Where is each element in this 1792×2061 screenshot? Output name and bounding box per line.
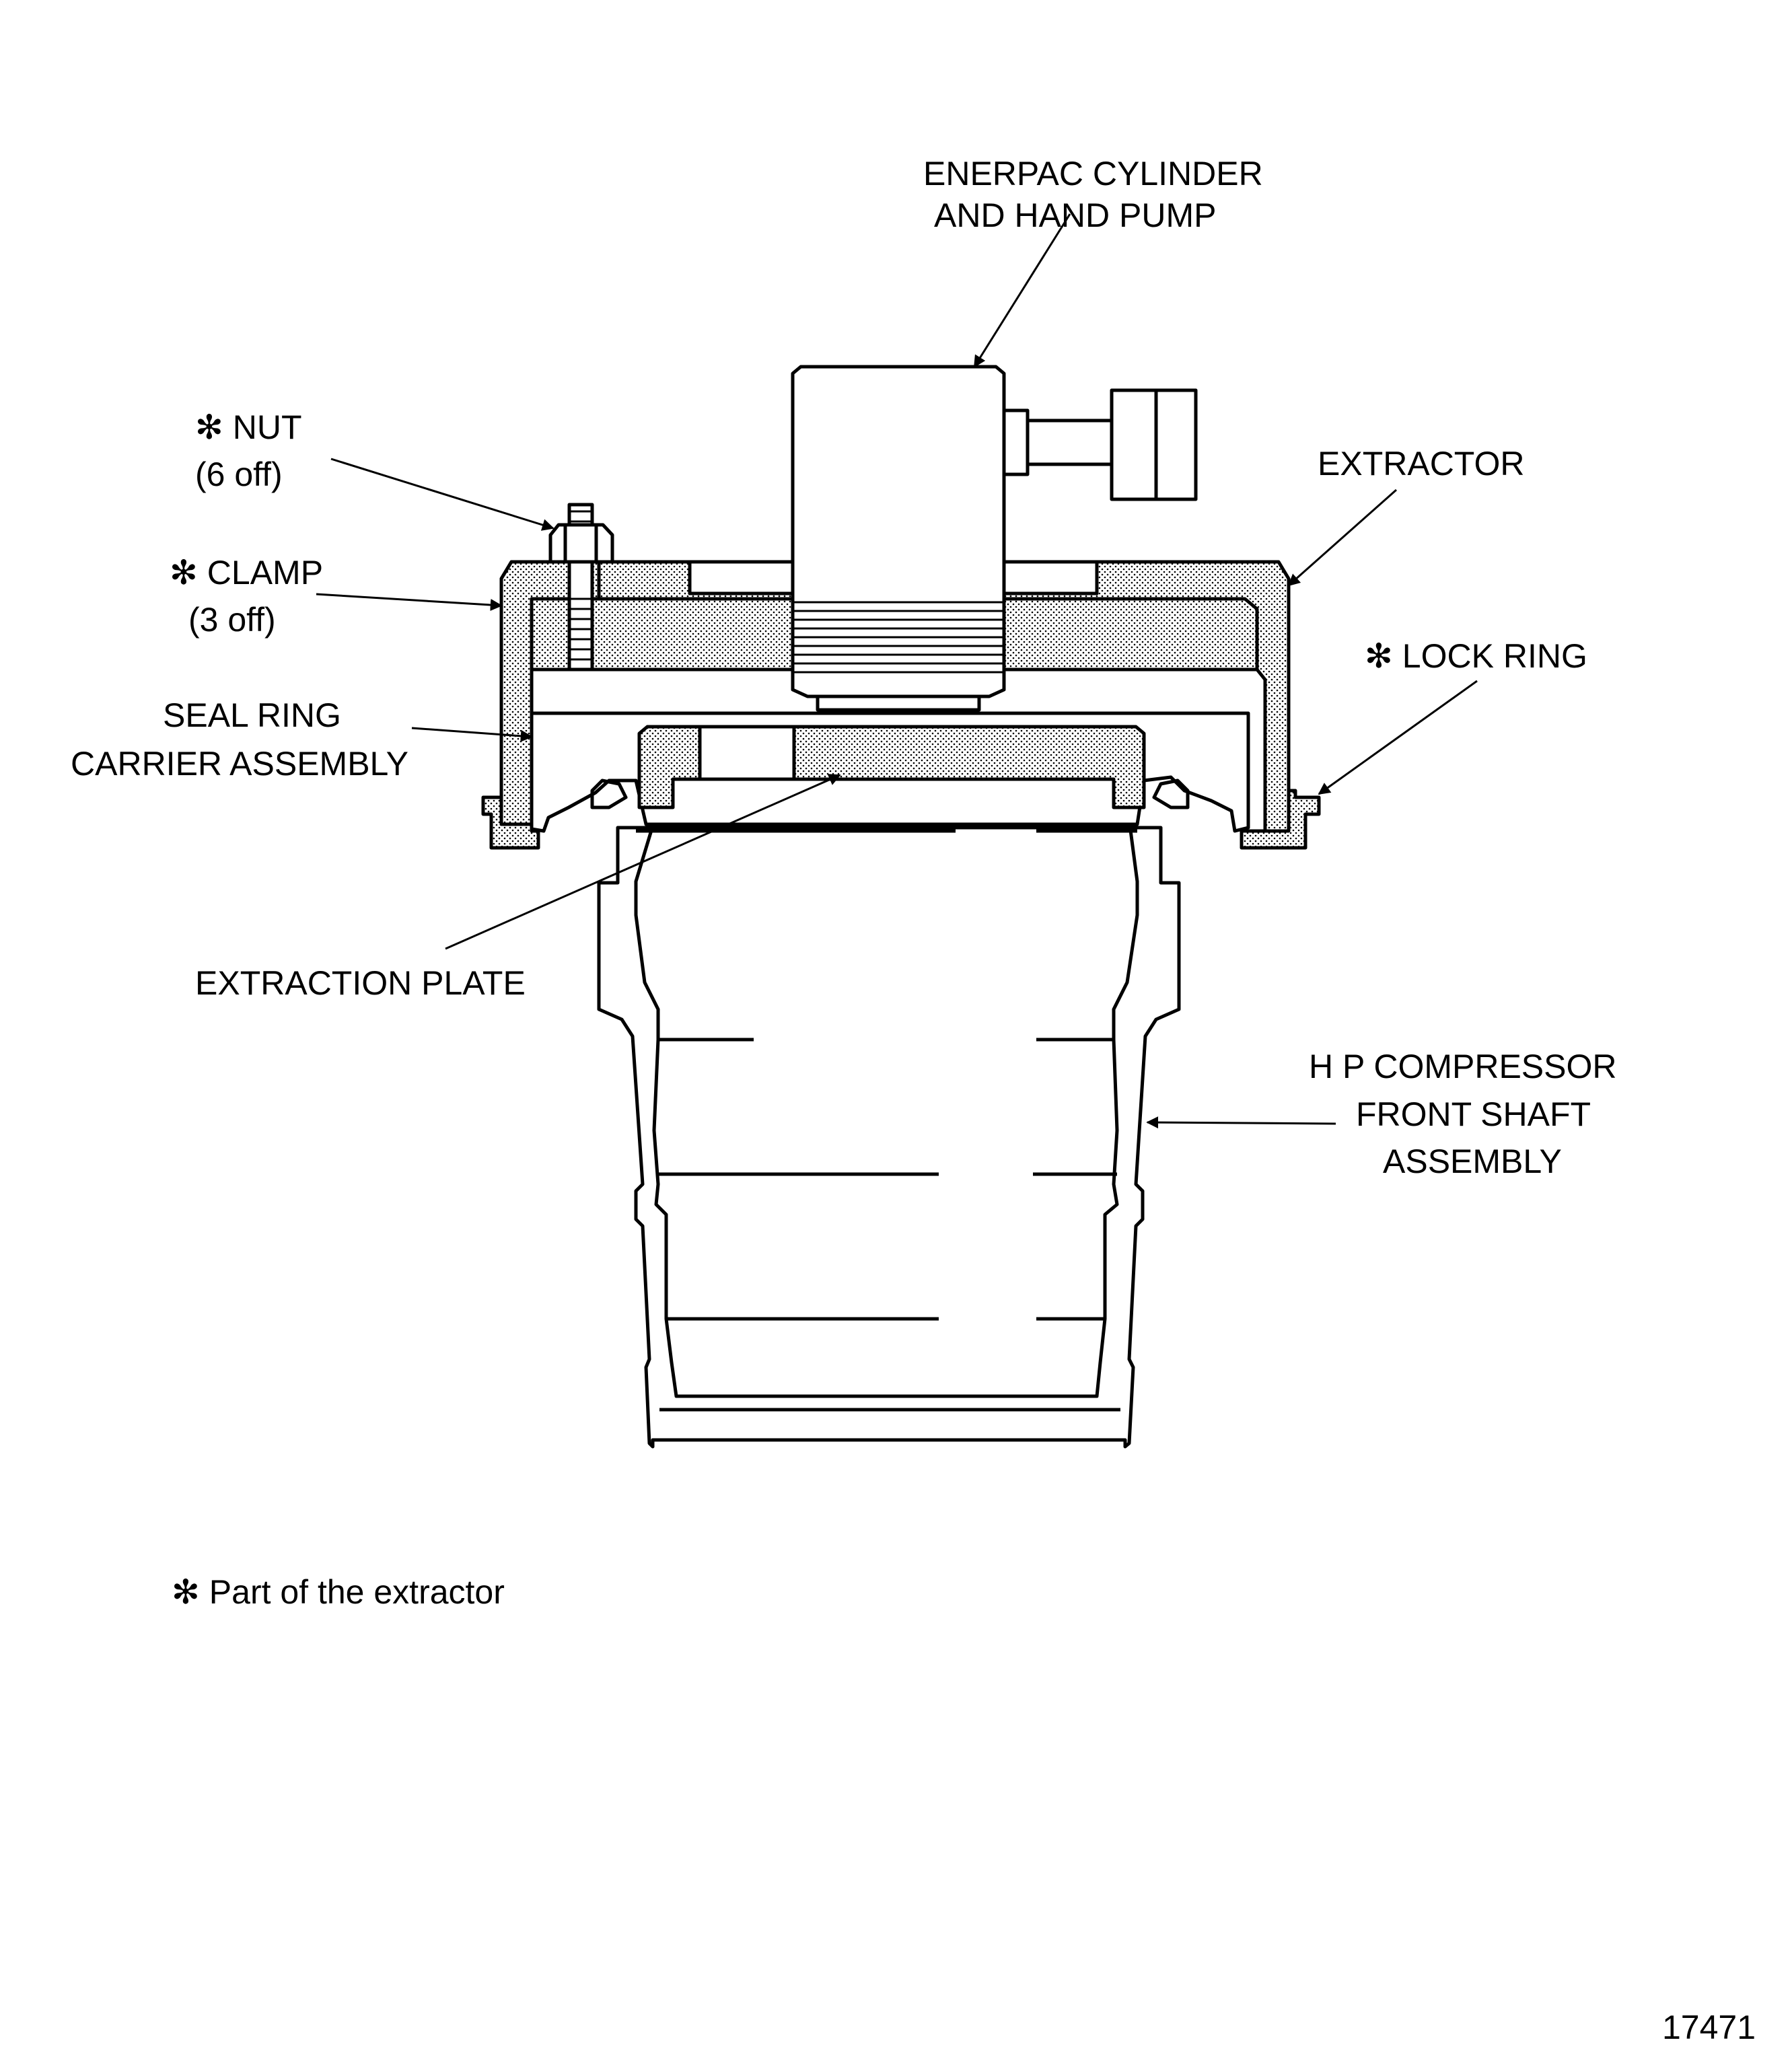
cylinder-body xyxy=(791,365,1006,698)
label-extraction-plate: EXTRACTION PLATE xyxy=(195,964,526,1002)
clamp-body xyxy=(499,560,601,826)
leader-shaft xyxy=(1146,1116,1336,1129)
nut xyxy=(548,523,614,564)
label-lock-ring: ✻ LOCK RING xyxy=(1365,637,1587,675)
label-clamp-line1: ✻ CLAMP xyxy=(170,554,323,591)
labels: ENERPAC CYLINDER AND HAND PUMP ✻ NUT (6 … xyxy=(71,155,1756,2046)
leader-lines xyxy=(316,213,1478,1129)
lock-ring-right xyxy=(1240,789,1321,850)
pump-block xyxy=(1110,388,1198,501)
nut-and-stud xyxy=(548,503,614,672)
label-clamp-line2: (3 off) xyxy=(188,601,276,639)
label-cylinder-line1: ENERPAC CYLINDER xyxy=(923,155,1263,192)
label-extractor: EXTRACTOR xyxy=(1318,445,1524,482)
leader-extractor xyxy=(1287,489,1397,587)
leader-clamp xyxy=(316,593,503,611)
figure-number: 17471 xyxy=(1662,2009,1756,2046)
leader-extraction-plate xyxy=(445,774,841,950)
label-nut-line2: (6 off) xyxy=(195,456,283,493)
pump-coupling xyxy=(1002,408,1030,476)
leader-nut xyxy=(330,458,554,531)
seal-ring-left-lip xyxy=(590,779,628,809)
label-shaft-line3: ASSEMBLY xyxy=(1383,1143,1562,1180)
extraction-plate xyxy=(637,725,1146,809)
label-nut-line1: ✻ NUT xyxy=(195,408,302,446)
label-shaft-line1: H P COMPRESSOR xyxy=(1309,1048,1617,1085)
cylinder-ram xyxy=(816,694,981,712)
shaft-outer-outline xyxy=(597,826,1181,1449)
pump-hose-fitting xyxy=(1026,419,1114,466)
leader-cylinder xyxy=(973,213,1071,368)
shaft-inner-profile xyxy=(634,823,1139,1398)
leader-seal-ring xyxy=(411,727,533,742)
plate-window-left xyxy=(698,725,796,781)
cylinder-thread xyxy=(794,601,1003,674)
label-shaft-line2: FRONT SHAFT xyxy=(1356,1095,1591,1133)
extractor-window-left xyxy=(688,560,796,595)
enerpac-cylinder xyxy=(791,365,1198,712)
stud-thread xyxy=(569,510,592,661)
seal-ring-right-lip xyxy=(1152,779,1190,809)
extractor-window-right xyxy=(1001,560,1099,595)
footnote: ✻ Part of the extractor xyxy=(172,1573,505,1611)
leader-lock-ring xyxy=(1318,680,1478,795)
label-seal-ring-line1: SEAL RING xyxy=(163,696,341,734)
label-cylinder-line2: AND HAND PUMP xyxy=(934,196,1216,234)
front-shaft-assembly xyxy=(597,823,1181,1449)
label-seal-ring-line2: CARRIER ASSEMBLY xyxy=(71,745,408,783)
